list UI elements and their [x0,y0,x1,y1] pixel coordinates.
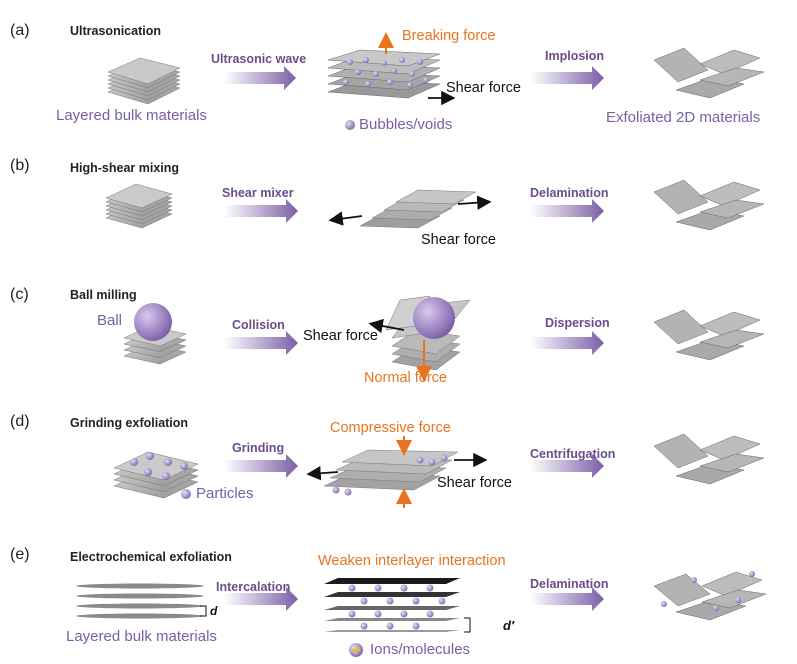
panel-a-letter: (a) [10,22,30,39]
panel-a-step1-label: Ultrasonic wave [211,52,307,66]
panel-a-bulk-stack [107,57,181,105]
panel-b-sheared-stack [359,189,477,229]
panel-d-step1-label: Grinding [232,441,285,455]
panel-c-arrow-1 [224,331,298,355]
panel-a-step2-label: Implosion [545,49,605,63]
panel-d-arrow-1 [224,454,298,478]
panel-a-result-label: Exfoliated 2D materials [606,109,761,126]
panel-a-breaking-force-label: Breaking force [402,28,496,44]
panel-d-step2-label: Centrifugation [530,447,616,461]
panel-e-bulk-label: Layered bulk materials [66,628,217,645]
panel-b-step2-label: Delamination [530,186,609,200]
panel-c-letter: (c) [10,286,29,303]
panel-e-bulk-layers [76,583,204,619]
panel-d-shear-arrow-left [306,466,339,481]
panel-a-bulk-label: Layered bulk materials [56,107,207,124]
panel-b-shear-arrow-left [328,211,363,226]
panel-a-title: Ultrasonication [70,24,161,38]
panel-e-title: Electrochemical exfoliation [70,550,232,564]
panel-e-intercalated-stack [324,578,460,632]
panel-e-d-label: d [210,604,218,618]
panel-a-shear-force-label: Shear force [446,80,521,96]
panel-e-step2-label: Delamination [530,577,609,591]
panel-d-title: Grinding exfoliation [70,416,189,430]
panel-c-exfoliated-sheets [653,309,765,361]
panel-e-dprime-bracket [464,617,471,633]
panel-d-letter: (d) [10,413,30,430]
panel-a-sonication-stack [327,49,441,99]
panel-a-arrow-1 [224,66,296,90]
panel-b-shear-arrow-right [457,195,492,210]
panel-c-ball-impact [413,297,455,339]
panel-a-arrow-2 [530,66,604,90]
panel-b-exfoliated-sheets [653,179,765,231]
panel-e-d-bracket [200,605,207,617]
panel-b-letter: (b) [10,157,30,174]
panel-a-exfoliated-sheets [653,47,765,99]
panel-c-shear-force-arrow [368,318,405,334]
panel-c-normal-force-label: Normal force [364,370,447,386]
panel-d-exfoliated-sheets [653,433,765,485]
panel-e-exfoliated-sheets [653,571,767,621]
panel-d-arrow-2 [530,454,604,478]
panel-a-bubbles-label: Bubbles/voids [359,116,453,133]
panel-d-shear-force-label: Shear force [437,475,512,491]
panel-d-ground-stack [323,449,459,496]
panel-d-particle-legend-icon [181,489,191,499]
panel-b-arrow-1 [224,199,298,223]
panel-e-letter: (e) [10,546,30,563]
panel-c-step2-label: Dispersion [545,316,610,330]
panel-b-arrow-2 [530,199,604,223]
panel-c-ball-label: Ball [97,312,123,329]
panel-b-title: High-shear mixing [70,161,180,175]
panel-c-step1-label: Collision [232,318,285,332]
panel-c-arrow-2 [530,331,604,355]
panel-e-ions-label: Ions/molecules [370,641,471,658]
panel-a-bubble-legend-icon [345,120,355,130]
panel-e-arrow-2 [530,587,604,611]
panel-e-ion-legend-icon [349,643,363,657]
panel-e-step1-label: Intercalation [216,580,291,594]
panel-e-arrow-1 [224,587,298,611]
panel-d-compressive-force-label: Compressive force [330,420,451,436]
panel-c-shear-force-label: Shear force [303,328,378,344]
panel-c-title: Ball milling [70,288,137,302]
panel-b-shear-force-label: Shear force [421,232,496,248]
panel-e-dprime-label: d′ [503,618,515,633]
panel-d-particles-label: Particles [196,485,254,502]
panel-e-weaken-label: Weaken interlayer interaction [318,553,506,569]
panel-b-bulk-stack [105,183,173,229]
panel-c-ball [134,303,172,341]
panel-b-step1-label: Shear mixer [222,186,294,200]
panel-d-bulk-stack [113,451,199,499]
